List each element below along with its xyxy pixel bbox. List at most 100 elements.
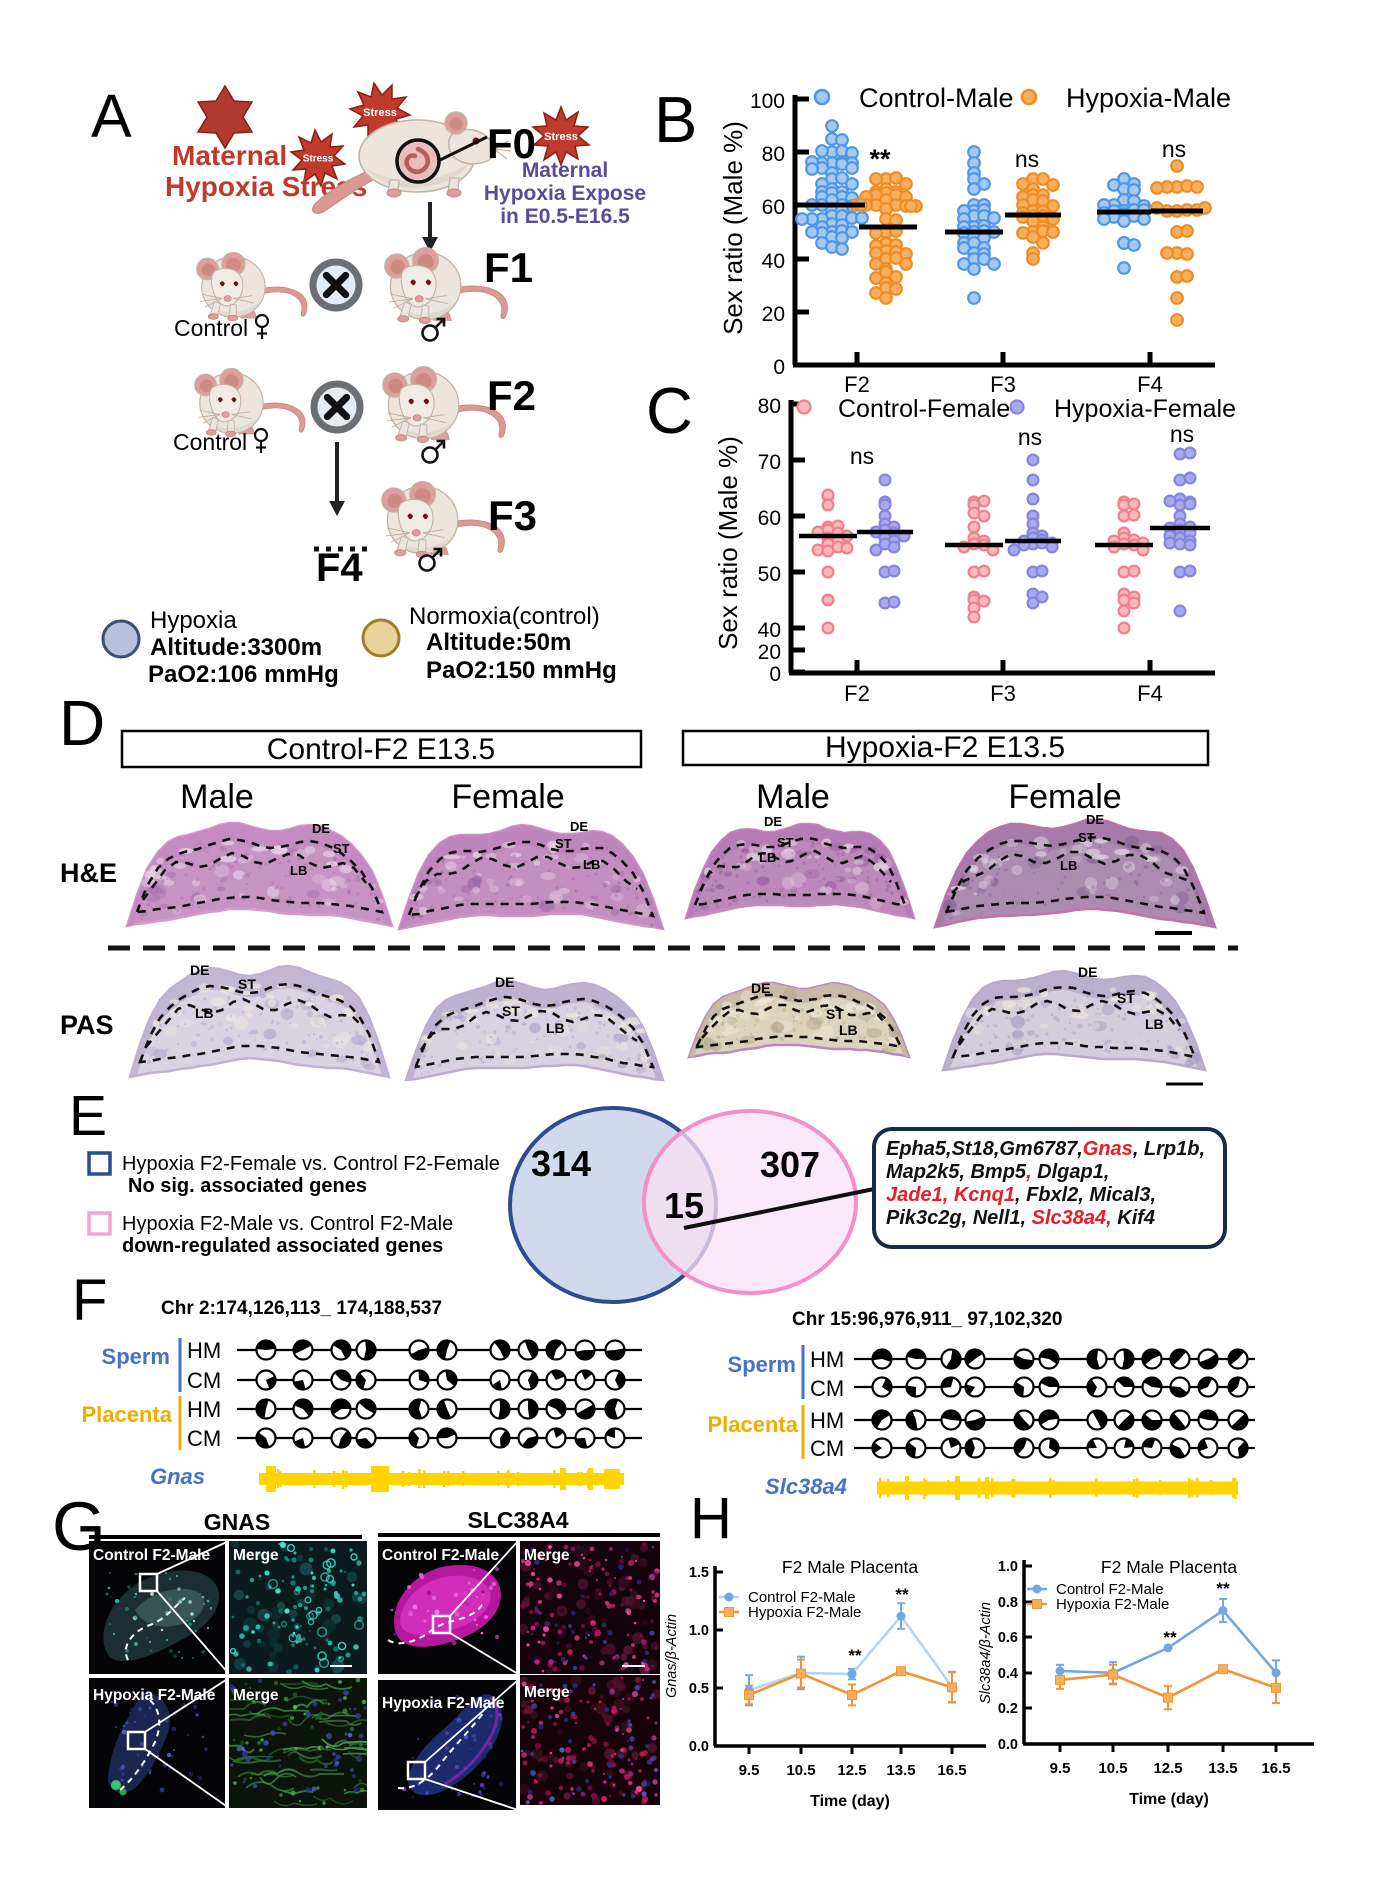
svg-text:LB: LB bbox=[759, 850, 776, 865]
svg-text:ns: ns bbox=[1162, 136, 1186, 162]
svg-text:307: 307 bbox=[760, 1144, 820, 1185]
svg-text:Stress: Stress bbox=[544, 131, 578, 143]
svg-text:Epha5,St18,Gm6787,Gnas, Lrp1b,: Epha5,St18,Gm6787,Gnas, Lrp1b, bbox=[886, 1138, 1205, 1160]
svg-text:LB: LB bbox=[1145, 1016, 1164, 1032]
svg-text:Control F2-Male: Control F2-Male bbox=[748, 1589, 856, 1606]
svg-text:20: 20 bbox=[758, 641, 781, 664]
svg-text:Merge: Merge bbox=[233, 1547, 279, 1564]
svg-text:Sperm: Sperm bbox=[728, 1352, 796, 1377]
svg-text:1.0: 1.0 bbox=[998, 1559, 1018, 1575]
svg-text:9.5: 9.5 bbox=[1050, 1760, 1071, 1777]
svg-text:F2: F2 bbox=[487, 372, 536, 419]
svg-text:Control F2-Male: Control F2-Male bbox=[382, 1547, 499, 1564]
svg-text:ns: ns bbox=[1170, 421, 1194, 447]
svg-text:down-regulated associated gene: down-regulated associated genes bbox=[122, 1235, 443, 1257]
svg-text:Altitude:3300m: Altitude:3300m bbox=[150, 634, 322, 661]
svg-text:0.0: 0.0 bbox=[998, 1737, 1018, 1753]
svg-text:Control: Control bbox=[174, 315, 248, 341]
svg-text:Placenta: Placenta bbox=[82, 1402, 173, 1427]
svg-text:Pik3c2g, Nell1, Slc38a4, Kif4: Pik3c2g, Nell1, Slc38a4, Kif4 bbox=[886, 1207, 1155, 1229]
svg-text:PaO2:150 mmHg: PaO2:150 mmHg bbox=[426, 657, 617, 684]
svg-text:D: D bbox=[59, 687, 105, 759]
svg-text:Female: Female bbox=[451, 778, 564, 816]
svg-text:ns: ns bbox=[1018, 424, 1042, 450]
svg-text:ns: ns bbox=[850, 443, 874, 469]
svg-text:Hypoxia F2-Female vs. Control: Hypoxia F2-Female vs. Control F2-Female bbox=[122, 1153, 500, 1175]
svg-text:F3: F3 bbox=[488, 492, 537, 539]
svg-text:16.5: 16.5 bbox=[1261, 1760, 1290, 1777]
svg-text:F2: F2 bbox=[844, 372, 870, 397]
svg-text:ns: ns bbox=[1015, 146, 1039, 172]
svg-text:HM: HM bbox=[810, 1408, 844, 1433]
svg-text:9.5: 9.5 bbox=[739, 1762, 760, 1779]
svg-text:10.5: 10.5 bbox=[786, 1762, 815, 1779]
svg-text:0.2: 0.2 bbox=[998, 1701, 1018, 1717]
svg-text:Control-Female: Control-Female bbox=[838, 395, 1010, 423]
svg-text:ST: ST bbox=[502, 1003, 520, 1019]
svg-text:Merge: Merge bbox=[524, 1684, 570, 1701]
svg-text:40: 40 bbox=[758, 619, 781, 642]
svg-text:LB: LB bbox=[583, 857, 600, 872]
svg-text:Sperm: Sperm bbox=[102, 1344, 170, 1369]
svg-text:Merge: Merge bbox=[524, 1547, 570, 1564]
svg-text:in E0.5-E16.5: in E0.5-E16.5 bbox=[500, 205, 630, 228]
svg-text:H&E: H&E bbox=[60, 858, 117, 888]
svg-text:Normoxia(control): Normoxia(control) bbox=[409, 603, 600, 630]
svg-text:Maternal: Maternal bbox=[172, 140, 287, 171]
svg-text:E: E bbox=[69, 1084, 107, 1148]
svg-text:Chr 2:174,126,113_ 174,188,537: Chr 2:174,126,113_ 174,188,537 bbox=[161, 1298, 442, 1319]
svg-text:Gnas/β-Actin: Gnas/β-Actin bbox=[664, 1614, 680, 1698]
svg-text:Time (day): Time (day) bbox=[1129, 1791, 1209, 1808]
svg-text:16.5: 16.5 bbox=[937, 1762, 966, 1779]
svg-text:ST: ST bbox=[1117, 990, 1135, 1006]
svg-text:No sig. associated genes: No sig. associated genes bbox=[128, 1175, 367, 1197]
svg-text:Hypoxia F2-Male: Hypoxia F2-Male bbox=[1056, 1596, 1169, 1613]
svg-text:**: ** bbox=[895, 1585, 909, 1604]
svg-text:100: 100 bbox=[750, 90, 785, 113]
svg-text:F2: F2 bbox=[844, 681, 870, 706]
svg-text:Stress: Stress bbox=[303, 154, 334, 165]
svg-text:Hypoxia F2-Male: Hypoxia F2-Male bbox=[748, 1604, 861, 1621]
svg-text:Male: Male bbox=[180, 778, 254, 816]
svg-text:0.8: 0.8 bbox=[998, 1595, 1018, 1611]
svg-text:Female: Female bbox=[1008, 778, 1121, 816]
svg-text:40: 40 bbox=[762, 250, 785, 273]
svg-text:C: C bbox=[646, 374, 693, 447]
svg-text:ST: ST bbox=[1078, 830, 1095, 845]
svg-text:Male: Male bbox=[756, 778, 830, 816]
svg-text:70: 70 bbox=[758, 451, 781, 474]
svg-text:DE: DE bbox=[1086, 812, 1104, 827]
svg-text:F2 Male Placenta: F2 Male Placenta bbox=[782, 1557, 918, 1577]
svg-text:DE: DE bbox=[190, 962, 209, 978]
svg-text:Hypoxia-Female: Hypoxia-Female bbox=[1054, 395, 1236, 423]
svg-text:Control-F2 E13.5: Control-F2 E13.5 bbox=[267, 733, 495, 766]
svg-text:80: 80 bbox=[762, 143, 785, 166]
svg-text:ST: ST bbox=[826, 1006, 844, 1022]
svg-text:F2 Male Placenta: F2 Male Placenta bbox=[1101, 1557, 1237, 1577]
svg-text:**: ** bbox=[848, 1646, 862, 1665]
svg-text:Gnas: Gnas bbox=[150, 1464, 205, 1489]
svg-text:LB: LB bbox=[195, 1005, 214, 1021]
svg-text:B: B bbox=[654, 83, 697, 156]
svg-text:20: 20 bbox=[762, 303, 785, 326]
svg-text:Slc38a4: Slc38a4 bbox=[765, 1474, 847, 1499]
svg-text:F3: F3 bbox=[990, 372, 1016, 397]
svg-text:Sex ratio (Male %): Sex ratio (Male %) bbox=[718, 121, 748, 335]
svg-text:0.5: 0.5 bbox=[689, 1681, 709, 1697]
svg-text:Jade1, Kcnq1, Fbxl2, Mical3,: Jade1, Kcnq1, Fbxl2, Mical3, bbox=[886, 1184, 1156, 1206]
svg-text:12.5: 12.5 bbox=[1153, 1760, 1182, 1777]
svg-text:Chr 15:96,976,911_ 97,102,320: Chr 15:96,976,911_ 97,102,320 bbox=[792, 1309, 1062, 1330]
svg-text:0: 0 bbox=[769, 663, 781, 686]
svg-text:DE: DE bbox=[312, 821, 330, 836]
svg-text:80: 80 bbox=[758, 395, 781, 418]
svg-text:SLC38A4: SLC38A4 bbox=[468, 1507, 569, 1533]
svg-text:CM: CM bbox=[187, 1426, 221, 1451]
svg-text:F3: F3 bbox=[990, 681, 1016, 706]
svg-text:F4: F4 bbox=[1137, 372, 1163, 397]
svg-text:CM: CM bbox=[187, 1368, 221, 1393]
svg-text:DE: DE bbox=[570, 819, 588, 834]
svg-text:F4: F4 bbox=[316, 546, 363, 590]
svg-text:50: 50 bbox=[758, 563, 781, 586]
svg-text:Hypoxia Expose: Hypoxia Expose bbox=[484, 182, 646, 205]
svg-text:Control F2-Male: Control F2-Male bbox=[1056, 1581, 1164, 1598]
